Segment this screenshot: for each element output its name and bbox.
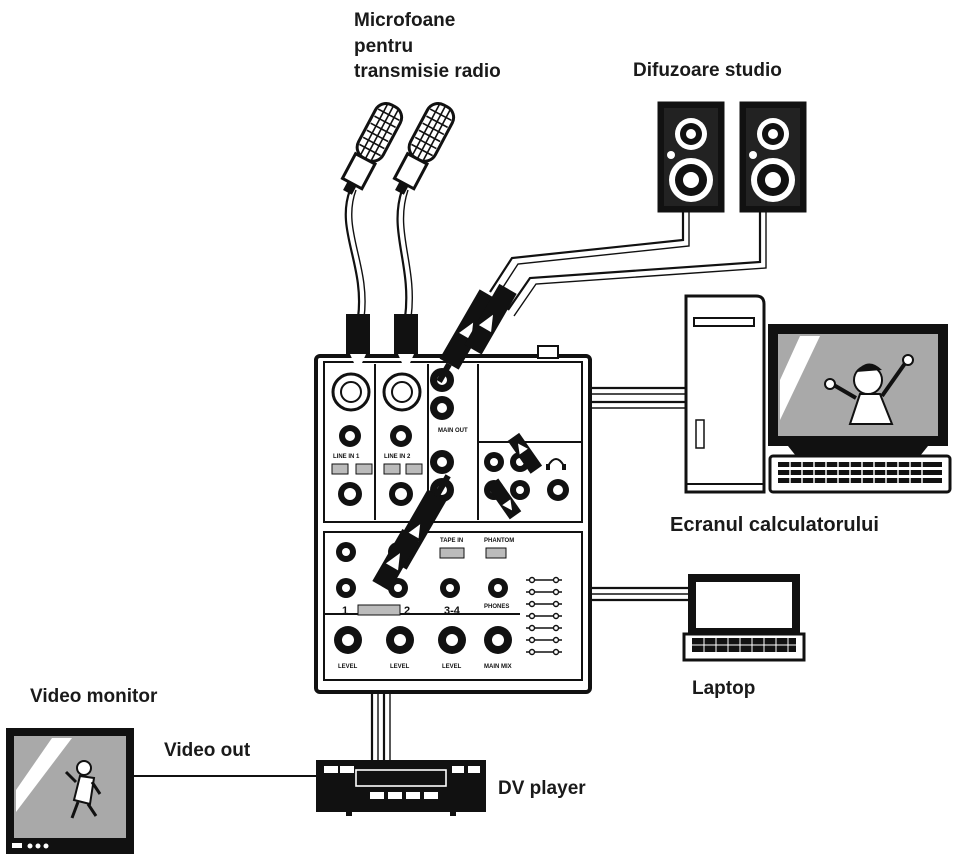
xlr-plugs [346,314,418,372]
channel-2-label: 2 [404,605,410,617]
desktop-computer [684,294,952,494]
phones-label: PHONES [484,604,509,610]
channel-1-label: 1 [342,605,348,617]
microphones [340,102,456,195]
speaker-cable-1 [489,212,685,293]
main-mix-label: MAIN MIX [484,664,512,670]
channel-34-label: 3-4 [444,605,461,617]
dv-player [316,760,486,816]
computer-screen-label: Ecranul calculatorului [670,514,879,536]
dv-plugs [372,474,451,591]
cartoon-figure-icon [824,354,914,425]
video-monitor [6,728,134,854]
microphone-1 [340,102,404,195]
phantom-label: PHANTOM [484,538,514,544]
computer-plugs [486,432,543,520]
main-out-label: MAIN OUT [438,428,468,434]
speaker-right [739,101,807,213]
speakers-label: Difuzoare studio [633,60,782,81]
computer-monitor [768,324,948,456]
mic-1-cable [344,189,361,319]
pc-tower [684,294,766,494]
microphone-2 [392,102,456,195]
audio-mixer: LINE IN 1 LINE IN 2 MAIN OUT [314,345,592,694]
speaker-left [657,101,725,213]
video-out-label: Video out [164,740,251,761]
video-monitor-label: Video monitor [30,686,158,707]
dv-player-label: DV player [498,778,586,799]
headphones-icon [546,458,566,470]
level-label-3: LEVEL [442,664,462,670]
tape-in-label: TAPE IN [440,538,463,544]
dancing-figure-icon [64,760,102,819]
speaker-plugs [436,283,517,383]
xlr-input-2 [382,372,422,412]
laptop-label: Laptop [692,678,756,699]
mic-2-cable [396,189,408,319]
microphones-label-line-3: transmisie radio [354,61,501,83]
level-knobs [334,626,512,654]
level-label-1: LEVEL [338,664,358,670]
microphones-label: Microfoane pentru transmisie radio [354,8,501,85]
xlr-input-1 [331,372,371,412]
level-label-2: LEVEL [390,664,410,670]
laptop [682,574,806,662]
line-in-2-label: LINE IN 2 [384,454,411,460]
microphones-label-line-2: pentru [354,35,414,57]
line-in-1-label: LINE IN 1 [333,454,360,460]
computer-keyboard [768,454,952,494]
microphones-label-line-1: Microfoane [354,10,456,31]
level-meter [526,576,562,656]
studio-speakers [657,101,807,213]
speaker-cable-2 [507,212,762,311]
